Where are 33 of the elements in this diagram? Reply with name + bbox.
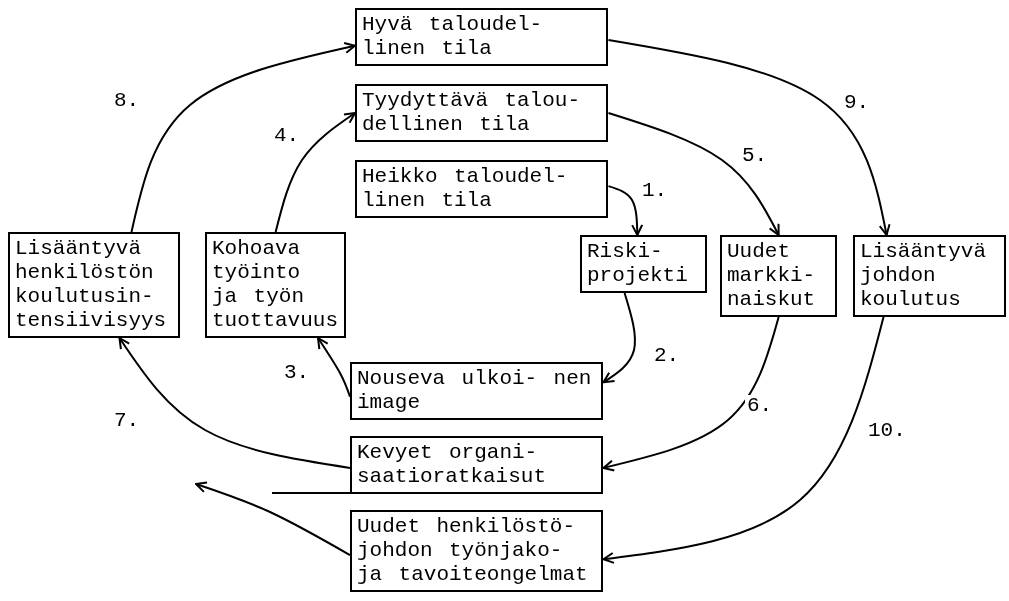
curved-arrow	[602, 292, 636, 384]
text-box	[355, 84, 609, 142]
box-label: Heikko taloudel- linen tila	[362, 165, 569, 213]
curved-arrow	[602, 316, 885, 564]
box-label: Tyydyttävä talou- dellinen tila	[362, 89, 581, 137]
text-box	[355, 8, 609, 66]
box-label: Kevyet organi- saatioratkaisut	[357, 441, 548, 489]
text-box	[720, 235, 838, 317]
curved-arrow	[118, 337, 351, 469]
box-label: Lisääntyvä johdon koulutus	[860, 240, 988, 312]
text-box	[355, 160, 609, 218]
curved-arrow	[607, 112, 780, 236]
box-label: Lisääntyvä henkilöstön koulutusin- tensiivisyys	[15, 237, 168, 333]
curved-arrow	[195, 481, 351, 557]
text-box	[853, 235, 1006, 317]
curved-arrow	[317, 337, 351, 398]
curved-arrow	[274, 112, 356, 233]
box-label: Uudet henkilöstö- johdon työnjako- ja tavoiteongelmat	[357, 515, 589, 587]
box-label: Hyvä taloudel- linen tila	[362, 13, 544, 61]
curved-arrow	[607, 38, 891, 236]
text-box	[8, 232, 180, 338]
box-label: Kohoava työinto ja työn tuottavuus	[212, 237, 340, 333]
text-box	[350, 510, 604, 592]
text-box	[350, 436, 604, 494]
box-label: Nouseva ulkoi- nen image	[357, 367, 593, 415]
curved-arrow	[607, 185, 644, 236]
text-box	[580, 235, 708, 293]
box-label: Riski- projekti	[587, 240, 689, 288]
curved-arrow	[602, 316, 780, 472]
text-box	[350, 362, 604, 420]
box-label: Uudet markki- naiskut	[727, 240, 817, 312]
curved-arrow	[130, 42, 356, 233]
text-box	[205, 232, 347, 338]
